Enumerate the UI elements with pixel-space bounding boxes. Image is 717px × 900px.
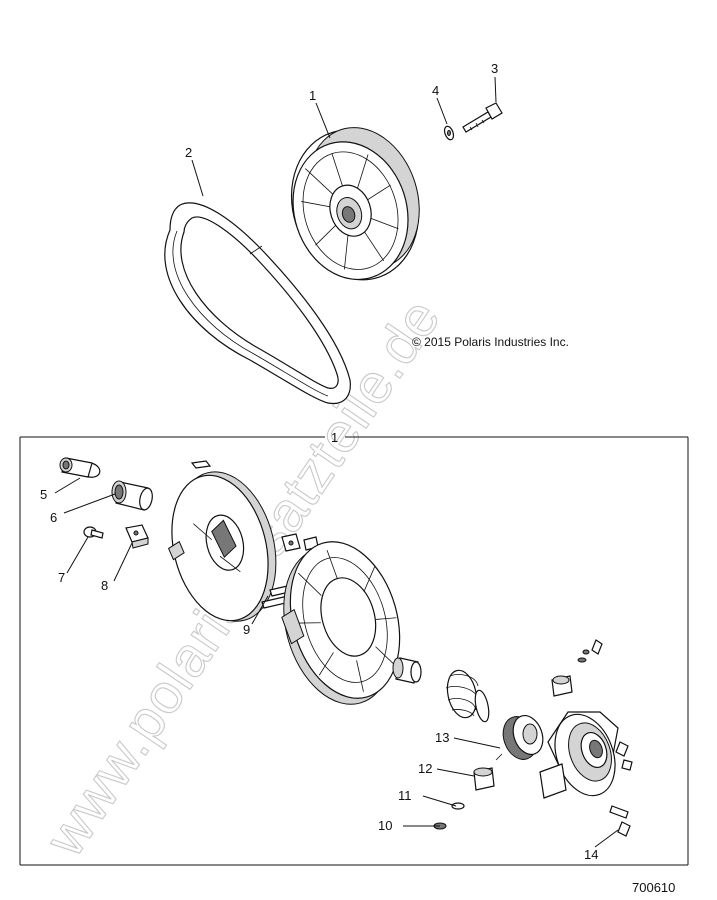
- callout-4: 4: [432, 83, 439, 98]
- screws: [577, 639, 633, 837]
- slider-button: [125, 524, 149, 549]
- drive-belt: [164, 202, 351, 405]
- callout-7: 7: [58, 570, 65, 585]
- assembly-group-label: 1: [331, 430, 338, 445]
- bolt: [462, 102, 503, 133]
- callout-8: 8: [101, 578, 108, 593]
- callout-6: 6: [50, 510, 57, 525]
- moveable-sheave: [167, 471, 277, 622]
- center-bushing: [392, 657, 422, 684]
- driven-sheave: [290, 127, 420, 281]
- callout-3: 3: [491, 61, 498, 76]
- small-washer: [451, 802, 465, 810]
- callout-5: 5: [40, 487, 47, 502]
- fixed-sheave: [281, 541, 401, 705]
- tag: [190, 460, 212, 469]
- spring: [445, 669, 490, 723]
- callout-1: 1: [309, 88, 316, 103]
- cover-cam: [539, 711, 619, 799]
- callout-14: 14: [584, 847, 598, 862]
- callout-labels: 1 2 3 4 5 6 7 8 9 10 11 12 13 14 1: [40, 61, 598, 862]
- copyright-notice: © 2015 Polaris Industries Inc.: [412, 335, 569, 349]
- leader-lines: [54, 76, 619, 848]
- bushing: [59, 457, 101, 478]
- callout-12: 12: [418, 761, 432, 776]
- washer: [443, 125, 455, 141]
- callout-10: 10: [378, 818, 392, 833]
- bearing: [111, 480, 153, 511]
- callout-2: 2: [185, 145, 192, 160]
- callout-11: 11: [398, 788, 412, 803]
- diagram-number: 700610: [632, 880, 675, 895]
- roller-top: [551, 675, 573, 697]
- assembly-frame: [19, 436, 689, 866]
- callout-13: 13: [435, 730, 449, 745]
- roller: [473, 767, 495, 791]
- pin: [83, 526, 104, 539]
- callout-9: 9: [243, 622, 250, 637]
- retainer-cup: [495, 715, 544, 761]
